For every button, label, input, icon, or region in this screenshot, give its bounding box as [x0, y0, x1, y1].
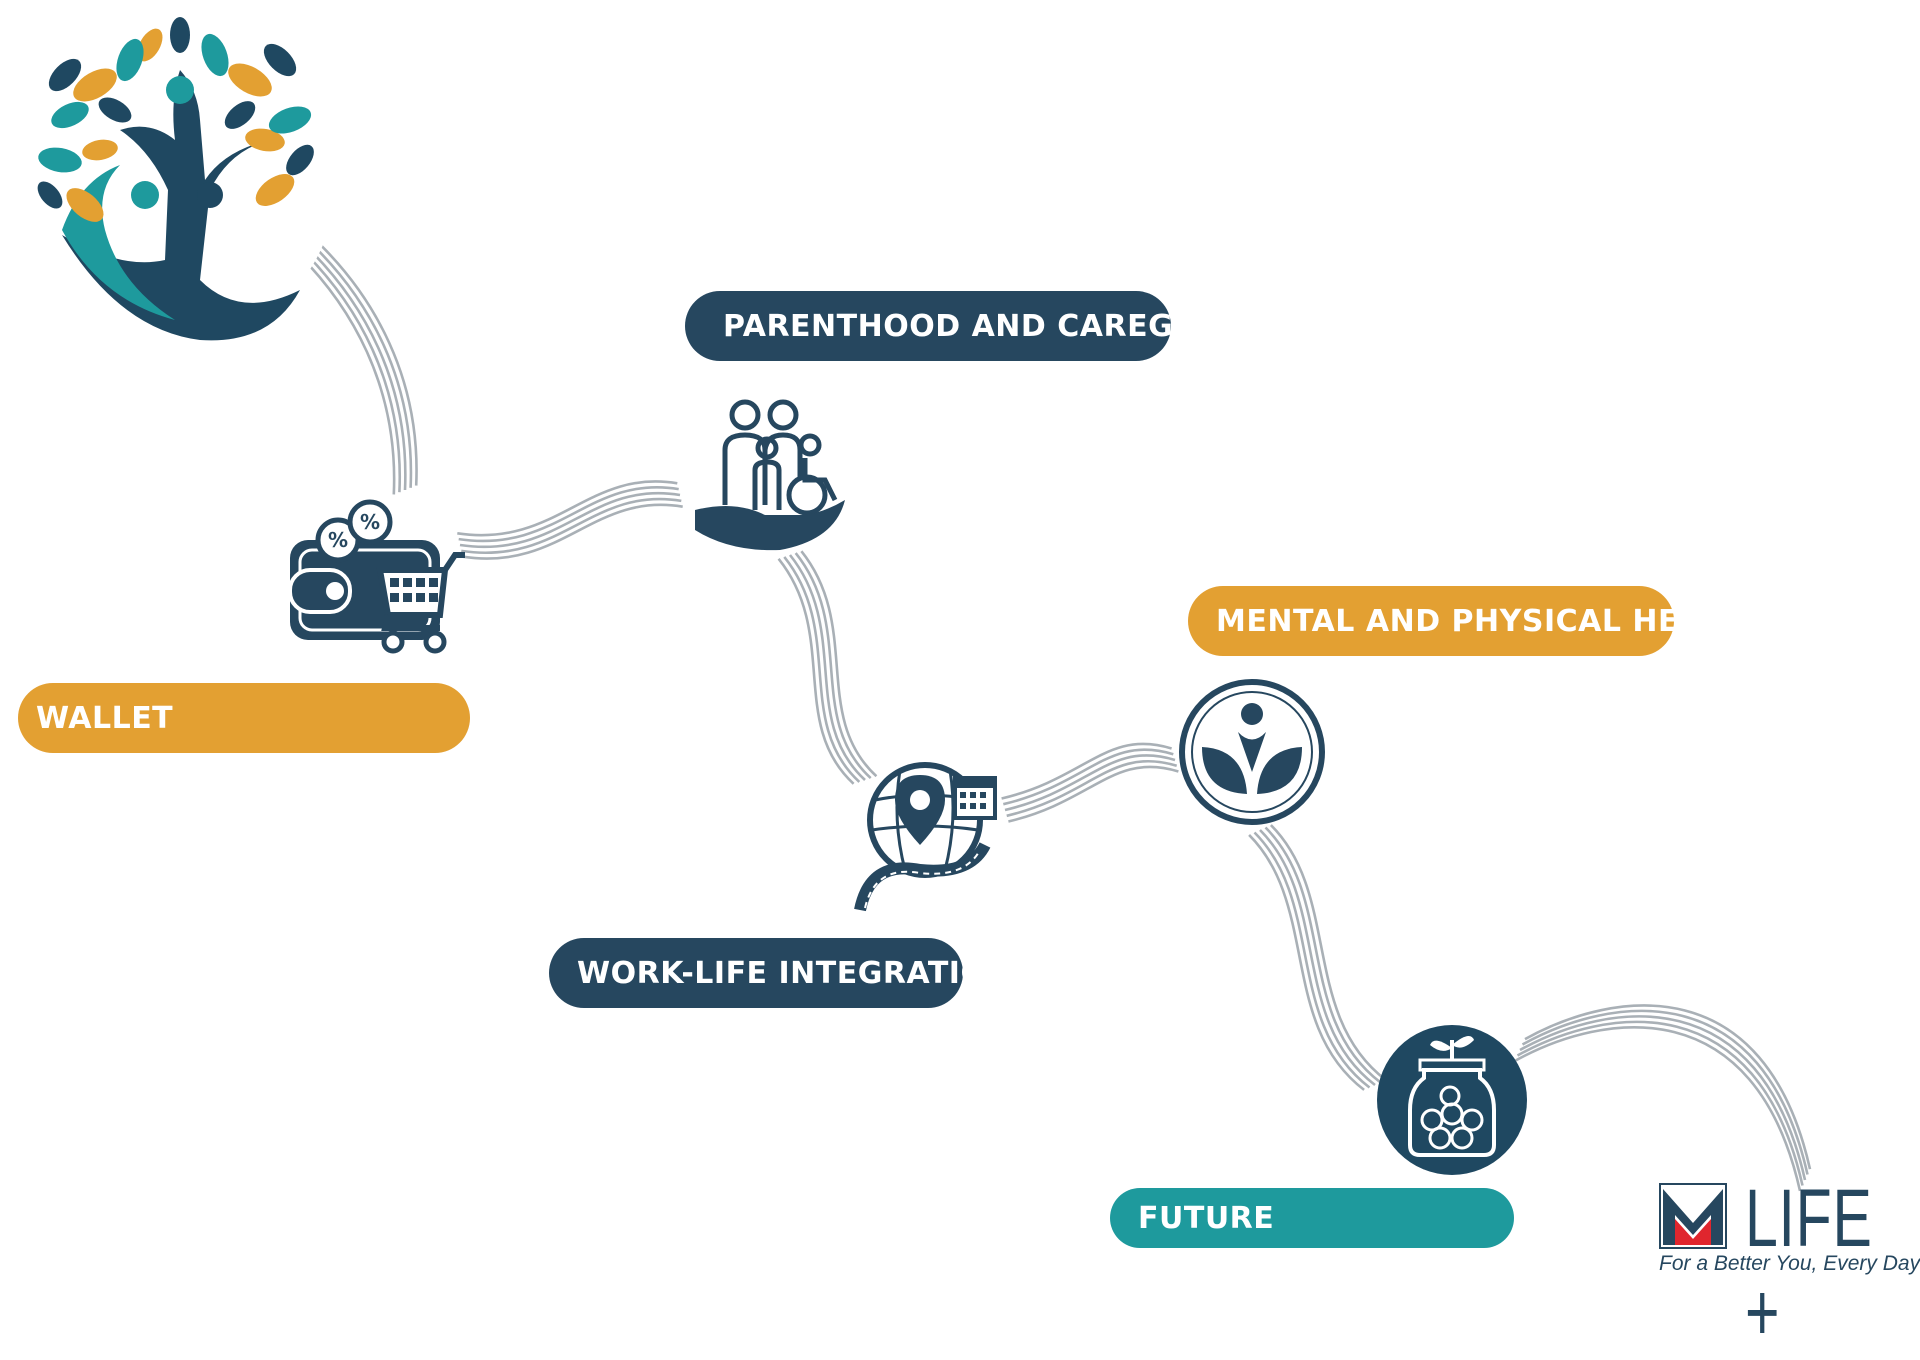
- road-line: [783, 556, 861, 783]
- road-line: [1264, 826, 1382, 1084]
- road-line: [777, 557, 855, 785]
- step-pill-health: MENTAL AND PHYSICAL HEALTH: [1188, 586, 1763, 656]
- road-line: [1001, 742, 1172, 800]
- wallet-shopping-cart-icon: % %: [288, 499, 465, 654]
- road-line: [1524, 1004, 1812, 1170]
- road-line: [461, 497, 682, 554]
- step-label-parenthood: PARENTHOOD AND CAREGIVING: [723, 308, 1271, 344]
- journey-diagram: % %: [25, 17, 1812, 1192]
- road-line: [1006, 759, 1178, 818]
- brand-tagline: For a Better You, Every Day: [1659, 1252, 1920, 1275]
- road-line: [1521, 1009, 1809, 1175]
- road-line: [1519, 1015, 1807, 1181]
- road-line: [1269, 824, 1387, 1082]
- coin-jar-sprout-icon: [1377, 1025, 1527, 1175]
- road-line: [1253, 831, 1371, 1089]
- road-line: [1003, 748, 1174, 806]
- step-label-future: FUTURE: [1138, 1200, 1275, 1236]
- map-pin-calendar-road-icon: [854, 762, 997, 912]
- person-leaves-wellness-icon: [1179, 679, 1325, 825]
- step-label-health: MENTAL AND PHYSICAL HEALTH: [1216, 603, 1764, 639]
- road-line: [1004, 754, 1176, 812]
- road-line: [457, 480, 678, 537]
- step-pill-wallet: WALLET: [18, 683, 470, 753]
- family-tree-logo-icon: [25, 17, 335, 341]
- road-line: [1514, 1026, 1802, 1192]
- road-line: [458, 486, 679, 543]
- svg-text:%: %: [360, 510, 380, 534]
- road-line: [462, 503, 683, 560]
- road-line: [297, 253, 396, 495]
- road-line: [794, 552, 872, 780]
- road-line: [788, 554, 866, 781]
- road-line: [320, 244, 418, 486]
- brand-m-icon: [1659, 1183, 1727, 1249]
- step-pill-parenthood: PARENTHOOD AND CAREGIVING: [685, 291, 1270, 361]
- road-line: [800, 550, 878, 778]
- road-line: [314, 246, 413, 488]
- road-line: [1516, 1020, 1804, 1186]
- journey-road-paths: [297, 244, 1812, 1192]
- family-caregiving-hand-icon: [695, 399, 845, 551]
- step-pill-future: FUTURE: [1110, 1188, 1514, 1248]
- road-line: [1248, 833, 1365, 1091]
- step-label-work-life: WORK-LIFE INTEGRATION: [577, 955, 1013, 991]
- brand-logo: LIFE + For a Better You, Every Day: [1655, 1173, 1920, 1358]
- step-label-wallet: WALLET: [36, 700, 174, 736]
- road-line: [1008, 765, 1179, 823]
- step-pill-work-life: WORK-LIFE INTEGRATION: [549, 938, 1012, 1008]
- road-line: [459, 492, 681, 548]
- road-line: [303, 251, 402, 493]
- svg-text:%: %: [328, 528, 348, 552]
- road-line: [1259, 829, 1376, 1087]
- road-line: [309, 249, 407, 491]
